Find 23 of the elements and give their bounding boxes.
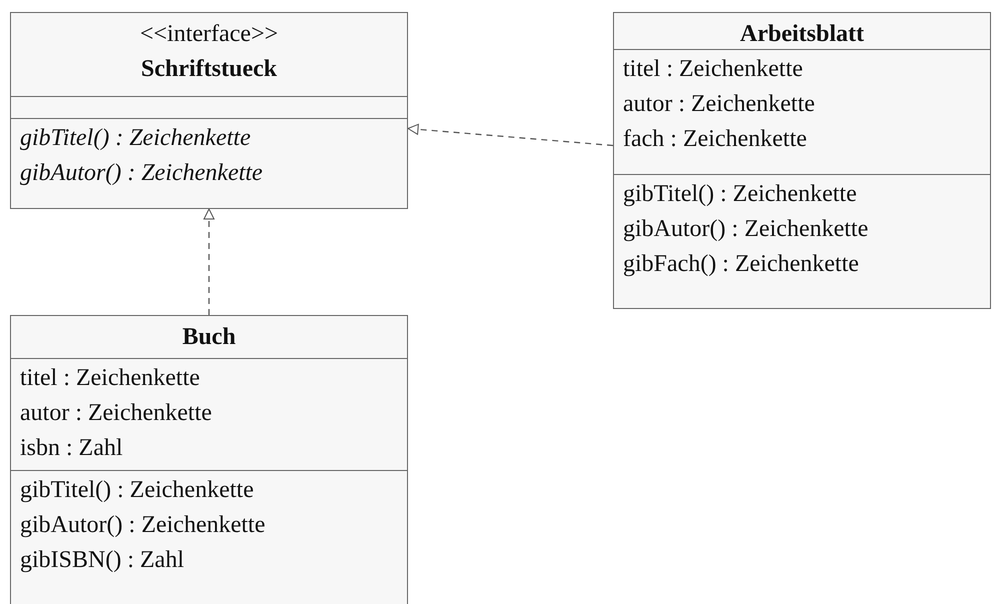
stereotype-label: <<interface>> xyxy=(140,20,278,49)
realization-arrow xyxy=(204,208,214,315)
realization-arrow xyxy=(408,124,614,146)
member-text: gibFach() : Zeichenkette xyxy=(623,250,860,279)
member-text: gibAutor() : Zeichenkette xyxy=(20,511,266,540)
member-text: gibAutor() : Zeichenkette xyxy=(20,159,264,188)
member-text: gibTitel() : Zeichenkette xyxy=(20,476,255,505)
member-text: gibTitel() : Zeichenkette xyxy=(20,124,252,153)
class-box xyxy=(613,12,991,309)
class-box xyxy=(10,315,408,604)
class-name: Buch xyxy=(182,323,236,352)
member-text: autor : Zeichenkette xyxy=(20,399,213,428)
member-text: gibISBN() : Zahl xyxy=(20,546,185,575)
interface-box xyxy=(10,12,408,209)
member-text: titel : Zeichenkette xyxy=(623,55,804,84)
member-text: gibAutor() : Zeichenkette xyxy=(623,215,870,244)
member-text: isbn : Zahl xyxy=(20,434,124,463)
class-name: Arbeitsblatt xyxy=(740,20,864,49)
member-text: titel : Zeichenkette xyxy=(20,364,201,393)
member-text: autor : Zeichenkette xyxy=(623,90,816,119)
class-name: Schriftstueck xyxy=(141,55,277,84)
member-text: gibTitel() : Zeichenkette xyxy=(623,180,858,209)
member-text: fach : Zeichenkette xyxy=(623,125,808,154)
